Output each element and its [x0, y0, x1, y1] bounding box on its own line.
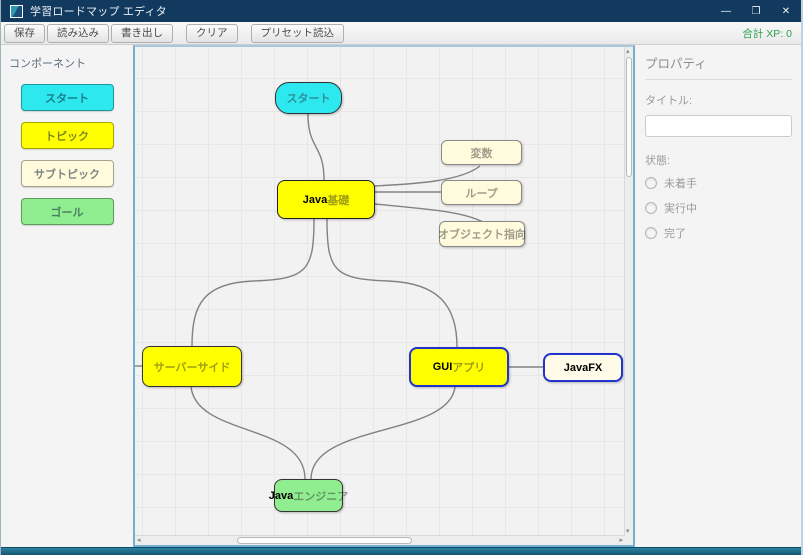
edge-server-side-java-engineer[interactable]	[190, 386, 306, 480]
node-label-part: JavaFX	[563, 361, 603, 374]
scroll-right-icon[interactable]: ▸	[619, 537, 623, 544]
properties-panel: プロパティ タイトル: 状態: 未着手 実行中 完了	[635, 45, 801, 547]
toolbar: 保存 読み込み 書き出し クリア プリセット読込 合計 XP: 0	[1, 22, 801, 45]
window-bottom-strip	[1, 547, 801, 555]
horizontal-scroll-thumb[interactable]	[237, 537, 412, 544]
component-topic-button[interactable]: トピック	[20, 122, 114, 149]
node-label-part: エンジニア	[293, 490, 349, 503]
edge-gui-app-java-engineer[interactable]	[310, 386, 456, 480]
node-server-side[interactable]: サーバーサイド	[142, 346, 242, 387]
status-option-done: 完了	[645, 225, 792, 241]
clear-button[interactable]: クリア	[186, 23, 238, 43]
radio-in-progress[interactable]	[645, 202, 657, 214]
properties-title: プロパティ	[645, 53, 792, 80]
radio-done-label: 完了	[664, 228, 686, 240]
component-palette: コンポーネント スタート トピック サブトピック ゴール	[1, 45, 133, 547]
save-button[interactable]: 保存	[4, 23, 45, 43]
edges-layer	[135, 113, 543, 480]
app-icon	[10, 4, 23, 18]
title-field-label: タイトル:	[645, 95, 693, 107]
component-start-button[interactable]: スタート	[20, 84, 114, 111]
edge-java-basics-gui-app[interactable]	[326, 218, 458, 348]
titlebar: 学習ロードマップ エディタ — ❐ ✕	[1, 0, 801, 22]
palette-title: コンポーネント	[9, 58, 86, 70]
component-goal-button[interactable]: ゴール	[20, 198, 114, 225]
radio-in-progress-label: 実行中	[664, 203, 697, 215]
node-label-part: GUI	[432, 361, 453, 373]
vertical-scroll-thumb[interactable]	[626, 57, 632, 177]
scroll-up-icon[interactable]: ▴	[626, 48, 630, 55]
node-label-part: ループ	[465, 187, 498, 200]
xp-total-label: 合計 XP: 0	[742, 27, 792, 40]
radio-not-started-label: 未着手	[664, 178, 697, 190]
export-button[interactable]: 書き出し	[111, 23, 173, 43]
load-button[interactable]: 読み込み	[47, 23, 109, 43]
title-input[interactable]	[645, 115, 792, 137]
scrollbar-corner	[625, 536, 633, 545]
close-button[interactable]: ✕	[781, 5, 791, 17]
scroll-left-icon[interactable]: ◂	[137, 537, 141, 544]
node-label-part: オブジェクト指向	[438, 229, 526, 241]
node-label-part: Java	[268, 489, 294, 502]
node-oop[interactable]: オブジェクト指向	[438, 221, 526, 247]
radio-done[interactable]	[645, 227, 657, 239]
preset-load-button[interactable]: プリセット読込	[250, 23, 344, 43]
node-label-part: アプリ	[452, 362, 486, 374]
node-start[interactable]: スタート	[275, 82, 342, 114]
minimize-button[interactable]: —	[721, 5, 731, 17]
node-loops[interactable]: ループ	[441, 180, 522, 205]
status-option-in-progress: 実行中	[645, 200, 792, 216]
vertical-scrollbar[interactable]: ▴ ▾	[624, 47, 633, 536]
node-label-part: サーバーサイド	[153, 361, 231, 374]
horizontal-scrollbar[interactable]: ◂ ▸	[135, 535, 625, 545]
edge-java-basics-oop[interactable]	[374, 203, 484, 223]
node-label-part: 変数	[470, 147, 493, 160]
scroll-down-icon[interactable]: ▾	[626, 528, 630, 535]
node-label-part: スタート	[286, 93, 331, 105]
status-field-label: 状態:	[645, 155, 671, 167]
node-variables[interactable]: 変数	[441, 140, 522, 165]
node-label-part: 基礎	[327, 194, 350, 207]
node-label-part: Java	[302, 193, 328, 206]
edge-java-basics-variables[interactable]	[372, 165, 481, 187]
component-subtopic-button[interactable]: サブトピック	[20, 160, 114, 187]
status-option-not-started: 未着手	[645, 175, 792, 191]
edge-java-basics-server-side[interactable]	[191, 218, 315, 347]
maximize-button[interactable]: ❐	[751, 5, 761, 17]
edge-start-java-basics[interactable]	[307, 113, 325, 181]
node-javafx[interactable]: JavaFX	[543, 353, 623, 382]
radio-not-started[interactable]	[645, 177, 657, 189]
window-title: 学習ロードマップ エディタ	[30, 6, 167, 18]
